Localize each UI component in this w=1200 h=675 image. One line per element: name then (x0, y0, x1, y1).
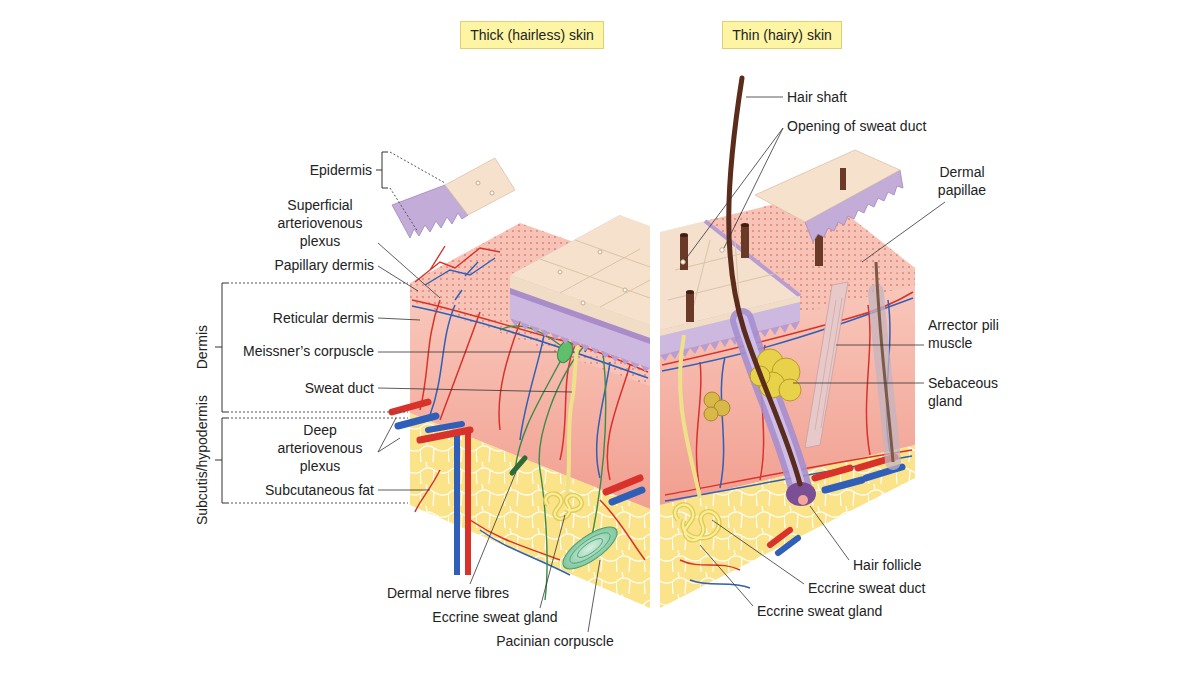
part-label: Dermal nerve fibres (387, 584, 509, 602)
vein (428, 424, 462, 430)
sweat-gland (546, 494, 582, 519)
sweat-gland (675, 505, 719, 541)
header-box: Thick (hairless) skin (460, 21, 604, 49)
sweat-pore (720, 248, 724, 252)
artery (815, 468, 850, 478)
sebaceous-gland (750, 349, 801, 401)
blood-vessel (662, 292, 913, 570)
vein (612, 490, 642, 502)
vein (778, 538, 798, 553)
hair-shaft (729, 78, 800, 484)
header-text: Thick (hairless) skin (470, 26, 594, 44)
sweat-pore (681, 260, 685, 264)
thin-skin-block (660, 78, 915, 608)
part-label: Eccrine sweat gland (757, 602, 882, 620)
thick-skin-block (392, 158, 650, 608)
sweat-pore (598, 250, 602, 254)
epidermis-cut-edge (705, 221, 800, 296)
part-label: Papillary dermis (274, 256, 374, 274)
surface-vessel (425, 258, 495, 285)
vein (825, 480, 862, 490)
muscle-fibre (815, 298, 842, 430)
sweat-gland (546, 494, 582, 519)
part-label: Deep arteriovenous plexus (266, 421, 374, 476)
hair-shaft (876, 262, 893, 462)
part-label: Pacinian corpuscle (496, 632, 614, 650)
hair-stub (840, 168, 846, 190)
pacinian-corpuscle (557, 520, 623, 576)
sweat-duct (680, 335, 700, 498)
sweat-duct (566, 345, 578, 500)
epidermis-flap-top (445, 158, 515, 215)
layer-label: Epidermis (310, 161, 372, 179)
sweat-pore (581, 301, 585, 305)
part-label: Subcutaneous fat (265, 481, 374, 499)
artery (392, 402, 428, 412)
sweat-pore (490, 191, 494, 195)
layer-label: Dermis (193, 325, 211, 369)
skin-crease (540, 240, 650, 307)
layer-label: Subcutis/hypodermis (193, 395, 211, 525)
part-label: Arrector pili muscle (928, 316, 1020, 352)
header-text: Thin (hairy) skin (732, 26, 832, 44)
dotted-guides (231, 152, 445, 503)
part-label: Sweat duct (305, 379, 374, 397)
leader-lines (378, 97, 945, 632)
header-box: Thin (hairy) skin (722, 21, 842, 49)
part-label: Reticular dermis (273, 309, 374, 327)
stratum-corneum (660, 296, 800, 336)
arrector-pili (805, 282, 848, 448)
part-label: Sebaceous gland (928, 374, 1012, 410)
sweat-gland (675, 505, 719, 541)
part-label: Superficial arteriovenous plexus (266, 196, 374, 251)
artery (465, 432, 471, 575)
hair-papilla (798, 495, 808, 505)
sweat-pore (476, 181, 480, 185)
sweat-pore (623, 288, 627, 292)
part-label: Hair shaft (787, 88, 847, 106)
part-label: Meissner’s corpuscle (243, 342, 374, 360)
nerve-segment (512, 458, 525, 473)
epidermis-top (510, 215, 650, 325)
part-label: Eccrine sweat duct (808, 579, 926, 597)
vein (454, 432, 460, 575)
part-label: Dermal papillae (922, 163, 1002, 199)
part-label: Opening of sweat duct (787, 117, 926, 135)
brackets (215, 152, 388, 503)
sweat-pore (558, 270, 562, 274)
part-label: Eccrine sweat gland (432, 608, 557, 626)
part-label: Hair follicle (853, 556, 921, 574)
sebaceous-gland (704, 392, 730, 421)
epidermis-flap-top (755, 150, 900, 222)
